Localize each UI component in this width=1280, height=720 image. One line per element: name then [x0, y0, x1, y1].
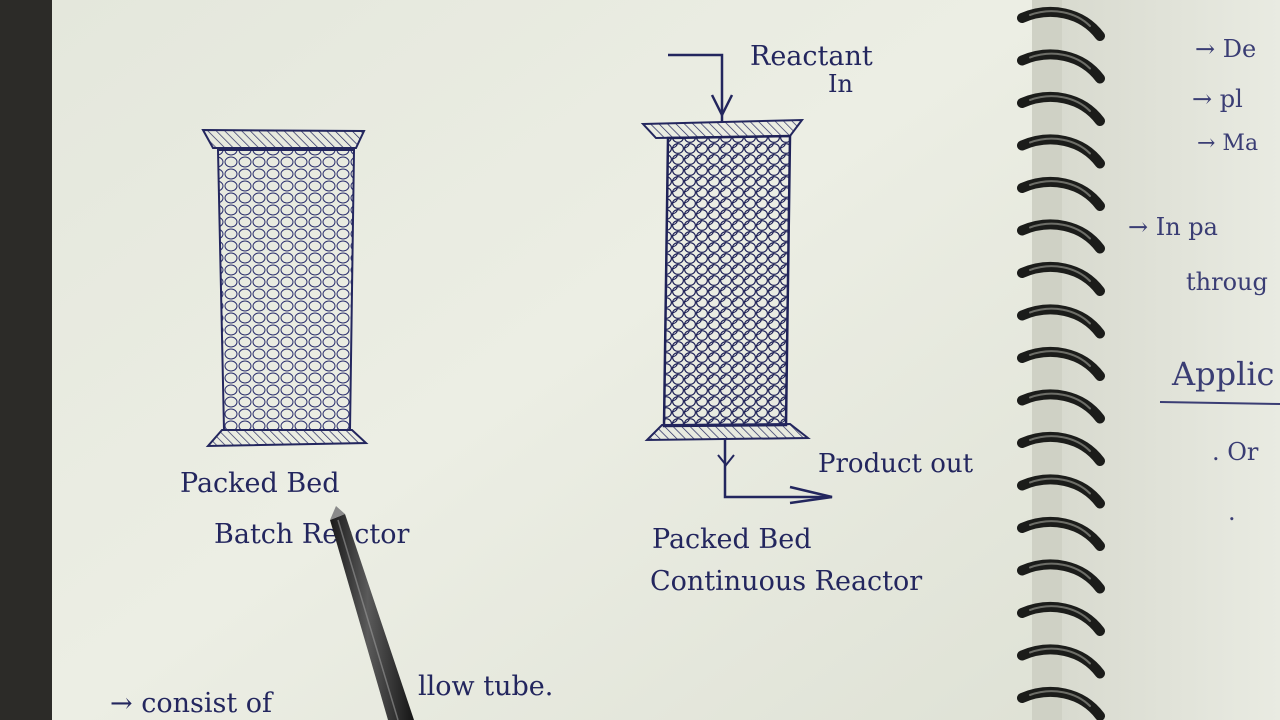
batch-packed-bed	[216, 149, 356, 431]
spiral-coil-highlight	[1029, 137, 1091, 155]
outlet-arrow-icon	[789, 485, 833, 505]
inlet-pipe	[668, 53, 724, 122]
spiral-coil-highlight	[1029, 307, 1091, 325]
spiral-coil-highlight	[1029, 180, 1091, 197]
outlet-down-arrow-icon	[717, 454, 735, 467]
right-bullet-3: → Ma	[1197, 131, 1258, 156]
batch-caption-line2: Batch Reactor	[214, 519, 410, 550]
spiral-coil-highlight	[1029, 392, 1091, 410]
right-sub-2: .	[1228, 498, 1236, 526]
page-gutter	[1032, 0, 1062, 720]
spiral-coil-highlight	[1029, 95, 1091, 112]
inlet-label-line2: In	[828, 70, 853, 98]
inlet-arrow-icon	[710, 94, 734, 118]
inlet-label-line1: Reactant	[750, 41, 873, 72]
right-bullet-2: → pl	[1192, 85, 1243, 113]
right-heading: Applic	[1171, 355, 1274, 393]
bottom-note-left: → consist of	[110, 688, 274, 719]
continuous-bottom-plate	[644, 422, 811, 442]
pen	[330, 506, 414, 720]
right-bullet-4-continued: throug	[1186, 268, 1268, 296]
spiral-coil-highlight	[1029, 562, 1091, 580]
right-bullet-1: → De	[1195, 35, 1256, 63]
batch-reactor-diagram: Packed Bed Batch Reactor	[180, 128, 410, 550]
spiral-coil-highlight	[1029, 52, 1091, 70]
spiral-coil-highlight	[1029, 690, 1091, 707]
spiral-coil-highlight	[1029, 435, 1091, 452]
pen-tip	[330, 506, 345, 520]
outlet-label: Product out	[818, 449, 974, 479]
continuous-caption-line1: Packed Bed	[652, 524, 811, 555]
right-page-notes: → De → pl → Ma → In pa throug Applic . O…	[1128, 35, 1280, 526]
continuous-caption-line2: Continuous Reactor	[650, 566, 922, 597]
spiral-coil-highlight	[1029, 350, 1091, 367]
spiral-coil-highlight	[1029, 10, 1091, 27]
right-sub-1: . Or	[1212, 438, 1259, 466]
spiral-coil-highlight	[1029, 222, 1091, 240]
spiral-coil-highlight	[1029, 647, 1091, 665]
left-notebook-page	[52, 0, 1032, 720]
spiral-coil-highlight	[1029, 265, 1091, 282]
spiral-coil-highlight	[1029, 520, 1091, 537]
batch-caption-line1: Packed Bed	[180, 468, 339, 499]
spiral-coil-highlight	[1029, 605, 1091, 622]
right-bullet-4: → In pa	[1128, 213, 1218, 241]
batch-bottom-plate	[205, 429, 369, 448]
bottom-note-right: llow tube.	[418, 671, 553, 702]
batch-top-plate	[201, 128, 366, 149]
outlet-pipe	[723, 440, 832, 499]
spiral-coil-highlight	[1029, 477, 1091, 495]
spiral-binding	[1017, 7, 1105, 720]
continuous-reactor-diagram: Reactant In Product out Packed Bed Conti…	[640, 41, 974, 597]
heading-underline	[1159, 401, 1280, 405]
continuous-packed-bed	[662, 134, 792, 428]
